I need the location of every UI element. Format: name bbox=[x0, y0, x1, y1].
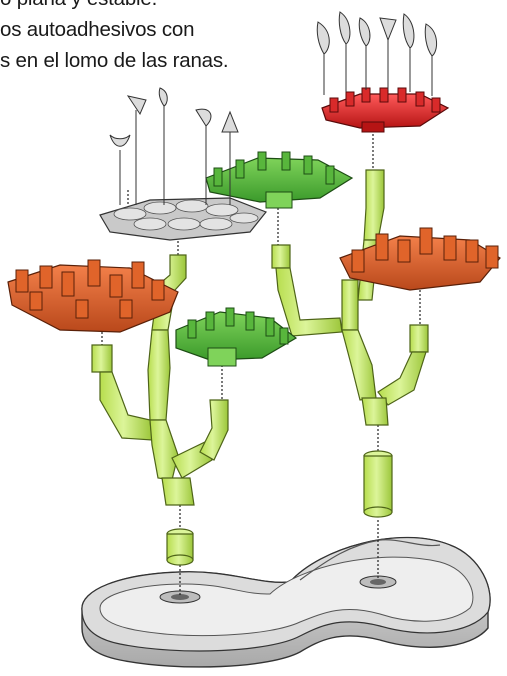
right-stem bbox=[271, 169, 429, 518]
instruction-text-line-3: s en el lomo de las ranas. bbox=[0, 49, 229, 72]
instruction-text-line-2: os autoadhesivos con bbox=[0, 18, 195, 41]
platform-icon-orange-left bbox=[7, 259, 179, 333]
weapon-icon-group-red bbox=[316, 11, 437, 96]
weapon-icon-group-grey bbox=[109, 87, 239, 205]
platform-icon-green-top bbox=[205, 151, 354, 209]
platform-icon-orange-right bbox=[339, 227, 501, 291]
platform-icon-green-center bbox=[175, 307, 298, 367]
platform-icon-grey bbox=[99, 197, 267, 241]
base-icon bbox=[81, 536, 491, 668]
platform-icon-red bbox=[321, 87, 450, 133]
instruction-text-line-1: o plana y estable. bbox=[0, 0, 157, 11]
